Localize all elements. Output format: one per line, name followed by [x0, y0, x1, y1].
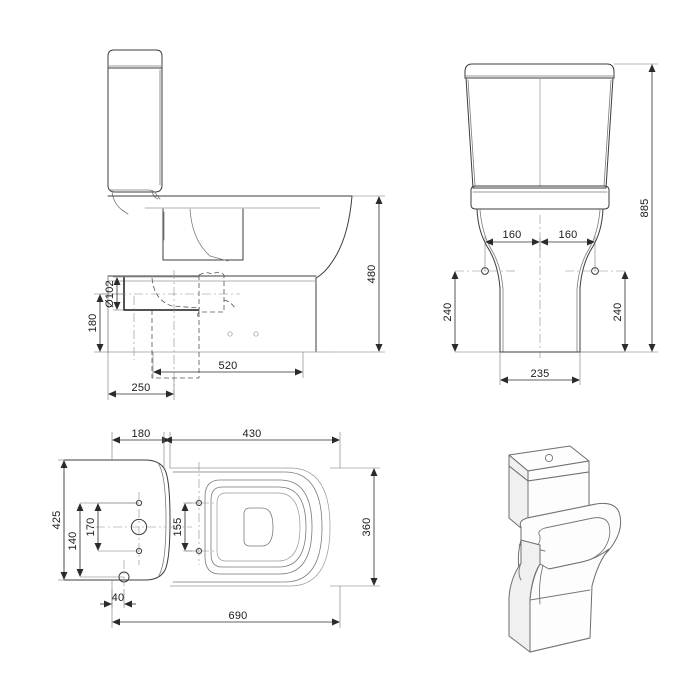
dim-side-dia102: Ø102 [104, 276, 124, 311]
dim-front-235: 235 [499, 352, 581, 385]
dim-label-plan-180: 180 [132, 428, 151, 440]
dim-front-885: 885 [580, 63, 658, 353]
render-flush-button [544, 453, 554, 463]
dim-label-front-240-left: 240 [442, 303, 454, 322]
dim-label-plan-430: 430 [243, 428, 262, 440]
dim-plan-690: 690 [111, 586, 341, 628]
dim-label-side-180: 180 [87, 314, 99, 333]
dim-label-plan-40: 40 [112, 592, 125, 604]
side-inner-panel [162, 208, 244, 262]
render-cistern-lid [508, 445, 590, 482]
dim-label-plan-170: 170 [85, 518, 97, 537]
side-elevation-view: 480 520 250 180 [87, 49, 385, 400]
side-bowl-profile [107, 195, 353, 353]
dim-side-480: 480 [332, 195, 385, 353]
dim-label-front-160-left: 160 [503, 229, 522, 241]
plan-view: 180 430 425 140 [51, 428, 380, 628]
plan-bowl [169, 467, 331, 587]
dim-label-front-240-right: 240 [612, 303, 624, 322]
render-bowl-body [508, 539, 610, 653]
plan-seat-ring [204, 479, 313, 575]
dim-label-plan-140: 140 [67, 532, 79, 551]
dim-side-520: 520 [152, 352, 304, 378]
dim-label-front-160-right: 160 [559, 229, 578, 241]
dim-plan-430: 430 [163, 428, 341, 470]
dim-plan-360: 360 [330, 467, 380, 587]
dim-plan-155: 155 [172, 502, 199, 552]
front-elevation-view: 885 160 160 240 [442, 63, 658, 385]
dim-label-front-885: 885 [639, 199, 651, 218]
dim-front-240-left: 240 [442, 271, 500, 353]
front-cistern-body [465, 77, 614, 189]
side-fixing-hole-1 [227, 331, 233, 337]
dim-plan-425: 425 [51, 459, 68, 581]
dim-label-plan-690: 690 [229, 610, 248, 622]
plan-seat-aperture [243, 507, 274, 547]
dim-label-side-480: 480 [366, 265, 378, 284]
front-cistern-lid [464, 63, 615, 79]
dim-plan-170: 170 [85, 502, 139, 552]
dim-label-side-520: 520 [219, 360, 238, 372]
front-bowl-pedestal [476, 208, 604, 353]
dim-label-plan-425: 425 [51, 511, 63, 530]
dim-label-plan-155: 155 [172, 518, 184, 537]
dim-label-front-235: 235 [531, 368, 550, 380]
dim-label-side-250: 250 [132, 382, 151, 394]
dim-front-240-right: 240 [580, 271, 629, 353]
perspective-render-view [508, 445, 622, 653]
dim-front-160: 160 160 [484, 229, 596, 271]
side-fixing-hole-2 [253, 331, 259, 337]
dim-side-180: 180 [87, 293, 124, 353]
render-trap-line [538, 564, 544, 605]
front-seat-rim [470, 185, 610, 210]
dim-label-plan-360: 360 [361, 518, 373, 537]
dim-side-250: 250 [107, 352, 175, 400]
dim-plan-140: 140 [67, 502, 139, 578]
dim-plan-40: 40 [100, 580, 136, 608]
side-cistern [107, 49, 163, 193]
dim-label-side-dia102: Ø102 [104, 280, 116, 308]
